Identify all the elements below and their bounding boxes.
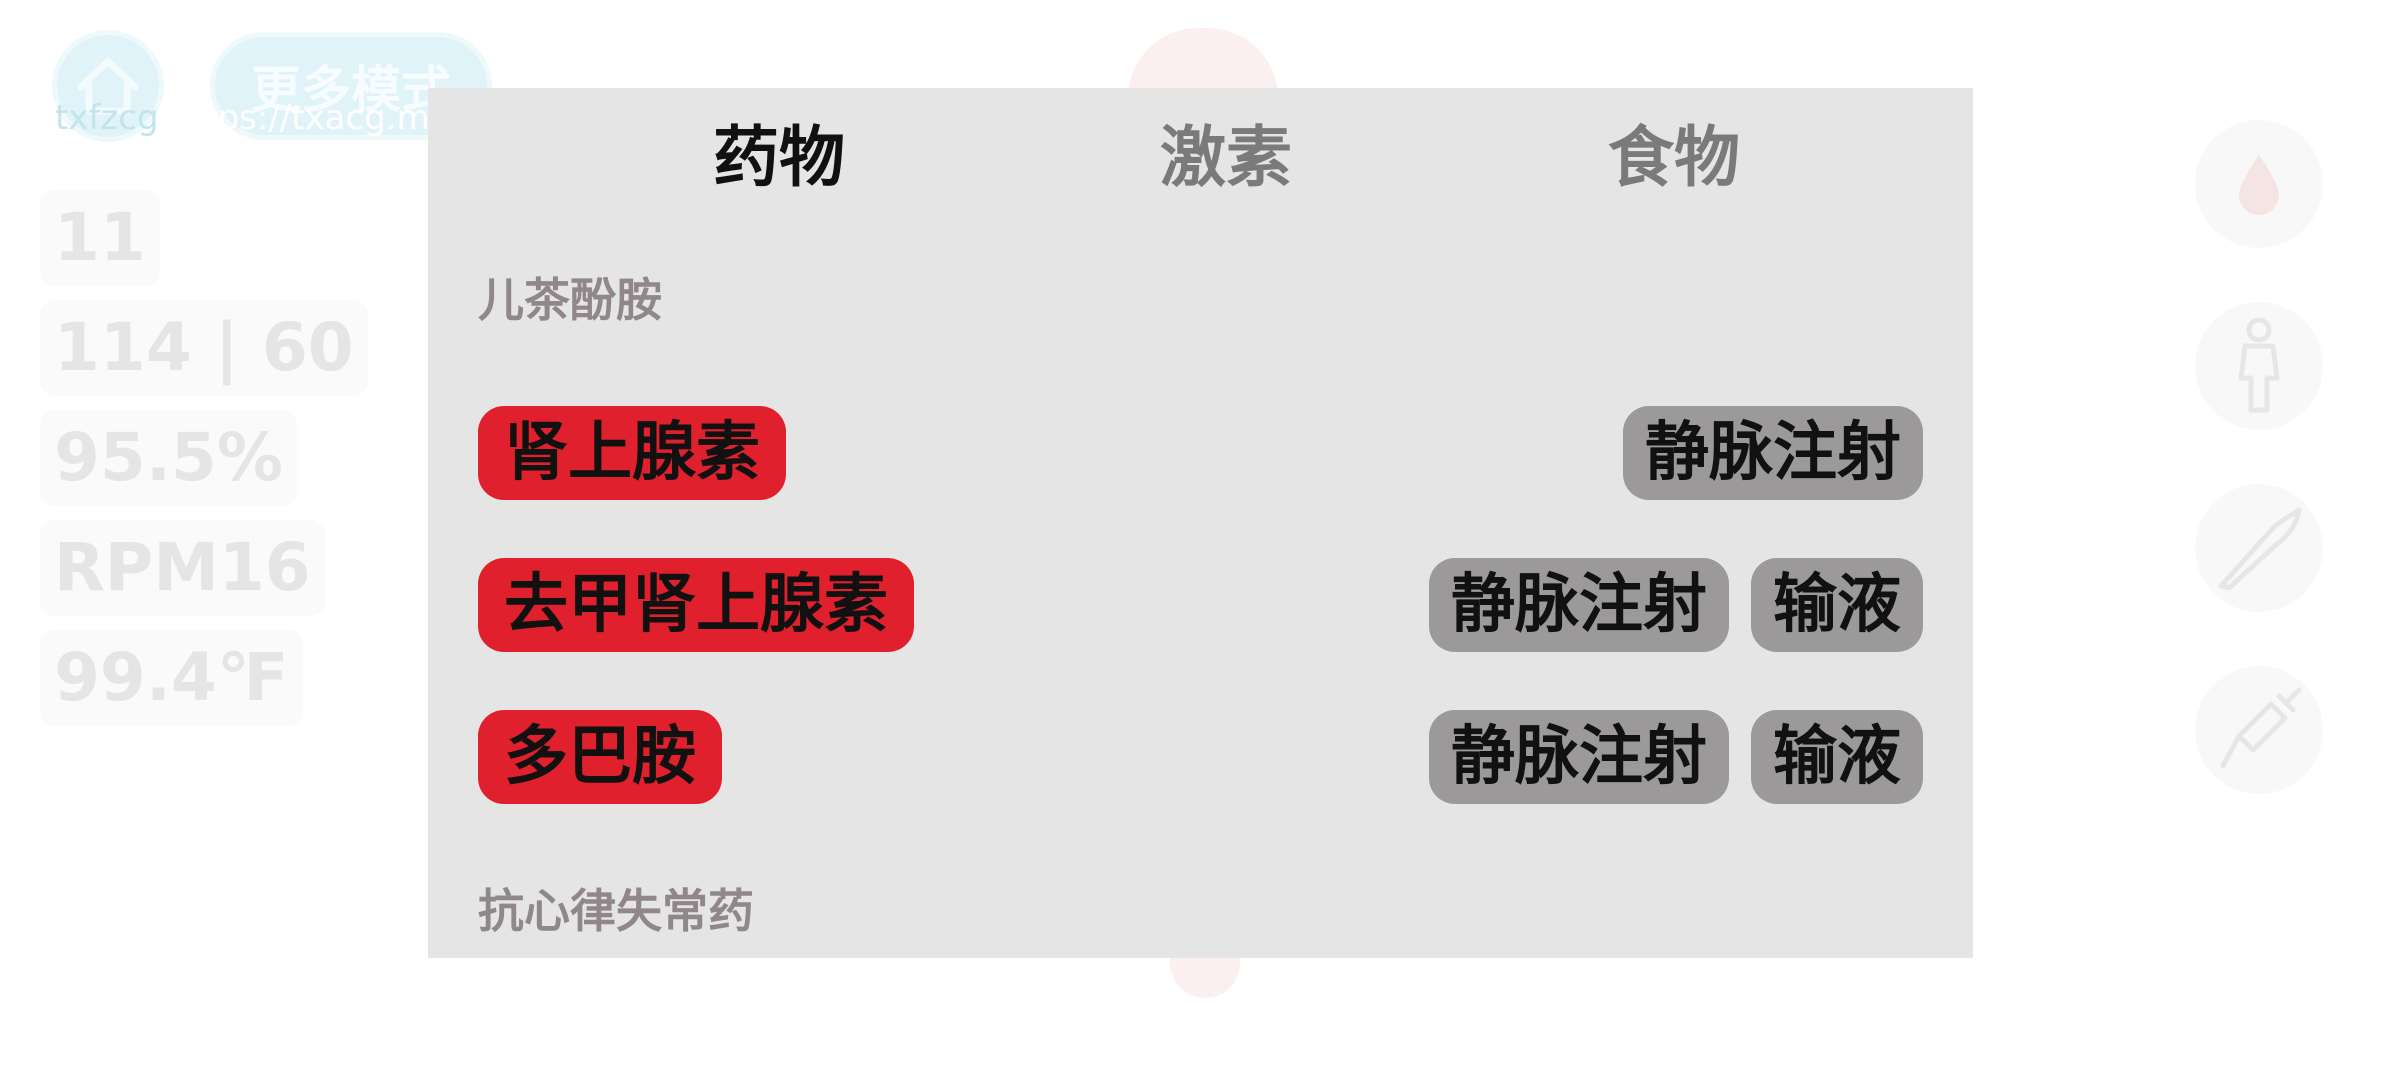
drug-row-dopamine: 多巴胺 静脉注射 输液 (478, 710, 1923, 804)
vital-temperature: 99.4℉ (40, 630, 303, 726)
drug-actions: 静脉注射 (1623, 406, 1923, 500)
drug-button-dopamine[interactable]: 多巴胺 (478, 710, 722, 804)
drug-button-epinephrine[interactable]: 肾上腺素 (478, 406, 786, 500)
watermark-prefix: txfzcg (55, 98, 170, 138)
home-icon (77, 57, 139, 115)
iv-injection-button[interactable]: 静脉注射 (1429, 558, 1729, 652)
vital-spo2: 95.5% (40, 410, 297, 506)
section-title-antiarrhythmics: 抗心律失常药 (478, 884, 754, 938)
watermark-url: txfzcg https://txacg.me/ (55, 98, 462, 138)
body-button[interactable] (2195, 302, 2323, 430)
iv-injection-button[interactable]: 静脉注射 (1623, 406, 1923, 500)
infusion-button[interactable]: 输液 (1751, 710, 1923, 804)
tab-food[interactable]: 食物 (1608, 119, 1740, 196)
infusion-button[interactable]: 输液 (1751, 558, 1923, 652)
watermark-link: https://txacg.me/ (169, 98, 463, 138)
blood-button[interactable] (2195, 120, 2323, 248)
blood-drop-icon (2239, 155, 2279, 215)
drug-actions: 静脉注射 输液 (1429, 710, 1923, 804)
tab-hormones[interactable]: 激素 (1160, 119, 1292, 196)
section-title-catecholamines: 儿茶酚胺 (478, 273, 662, 327)
vital-respiration: RPM16 (40, 520, 325, 616)
drug-button-norepinephrine[interactable]: 去甲肾上腺素 (478, 558, 914, 652)
drug-actions: 静脉注射 输液 (1429, 558, 1923, 652)
medication-panel: 药物 激素 食物 儿茶酚胺 肾上腺素 静脉注射 去甲肾上腺素 静脉注射 输液 多… (428, 88, 1973, 958)
body-figure-icon (2238, 317, 2280, 413)
scalpel-button[interactable] (2195, 484, 2323, 612)
syringe-icon (2220, 687, 2302, 769)
scalpel-icon (2218, 507, 2302, 591)
vital-heart-rate: 11 (40, 190, 160, 286)
background-status-ghost-bottom (1170, 958, 1240, 998)
tab-drugs[interactable]: 药物 (713, 119, 845, 196)
drug-row-epinephrine: 肾上腺素 静脉注射 (478, 406, 1923, 500)
syringe-button[interactable] (2195, 666, 2323, 794)
home-button[interactable] (52, 30, 164, 142)
vital-blood-pressure: 114 | 60 (40, 300, 368, 396)
iv-injection-button[interactable]: 静脉注射 (1429, 710, 1729, 804)
drug-row-norepinephrine: 去甲肾上腺素 静脉注射 输液 (478, 558, 1923, 652)
more-modes-label: 更多模式 (251, 61, 451, 119)
